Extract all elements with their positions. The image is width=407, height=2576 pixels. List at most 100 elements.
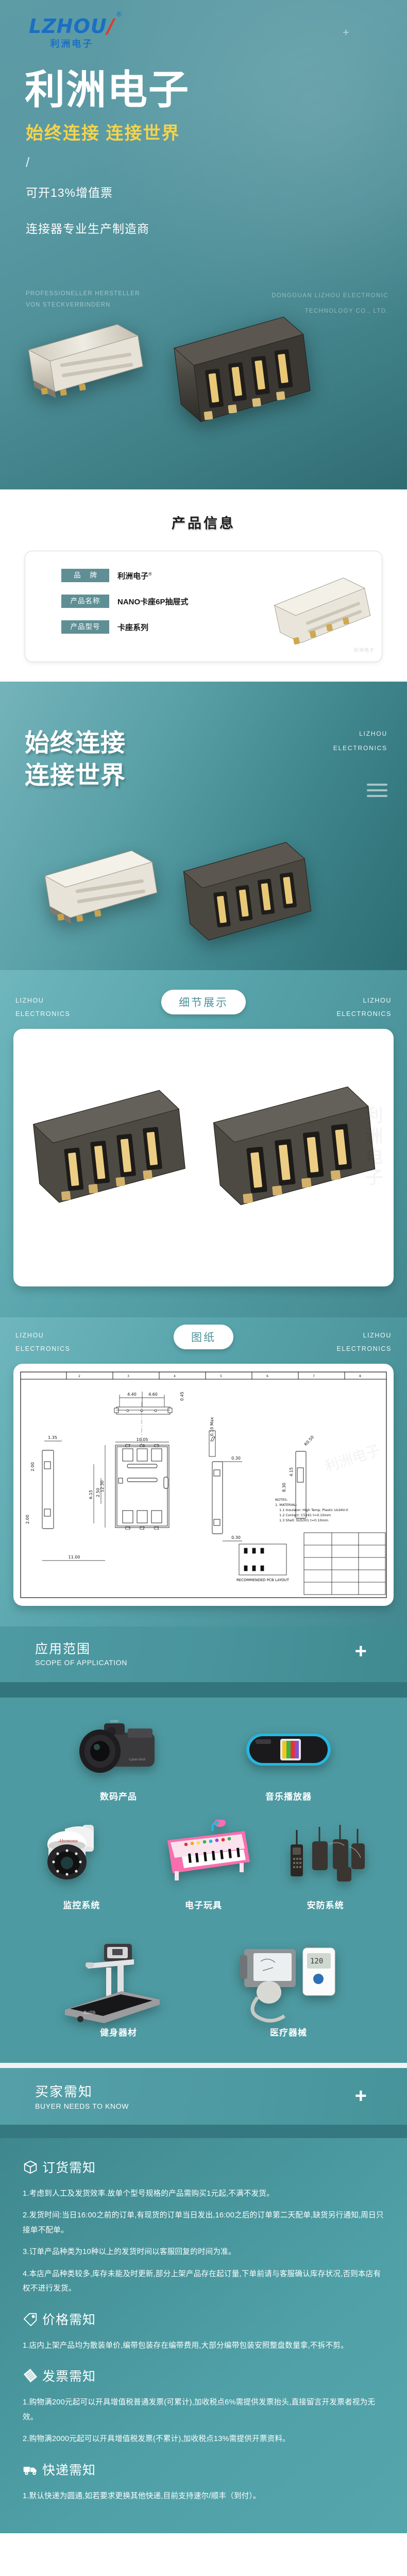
scope-title-en: SCOPE OF APPLICATION bbox=[35, 1658, 128, 1667]
watermark-left-line1: LIZHOU bbox=[15, 997, 44, 1004]
watermark-right-line1: LIZHOU bbox=[363, 997, 392, 1004]
registered-trademark-icon: ® bbox=[148, 571, 152, 577]
scope-item-medical-devices: 120 OMRON 医疗器械 bbox=[204, 1937, 374, 2038]
registered-trademark-icon: ® bbox=[115, 11, 123, 19]
svg-text:Abowone: Abowone bbox=[58, 1839, 78, 1843]
svg-text:12.30: 12.30 bbox=[100, 1481, 105, 1493]
note-paragraph: 3.订单产品种类为10种以上的发货时间以客服回复的时间为准。 bbox=[23, 2248, 236, 2257]
spec-value-brand-text: 利洲电子 bbox=[117, 571, 149, 581]
product-photo-card-socket bbox=[274, 578, 371, 645]
product-photo-sim-socket-dark bbox=[173, 316, 311, 422]
note-heading-invoice-text: 发票需知 bbox=[42, 2369, 96, 2384]
svg-text:6.15: 6.15 bbox=[89, 1490, 93, 1499]
hero-subtitle-tax: 可开13%增值票 bbox=[26, 186, 113, 199]
brand-logo: LZHOU/ ® 利洲电子 bbox=[29, 11, 123, 50]
svg-text:Bailih: Bailih bbox=[83, 2010, 95, 2015]
plus-icon: + bbox=[354, 2084, 367, 2107]
svg-text:0.30: 0.30 bbox=[231, 1456, 241, 1461]
spec-row-brand: 品 牌 利洲电子® bbox=[61, 569, 189, 582]
note-paragraph: 1.默认快递为圆通,如若要求更换其他快递,目前支持速尔/顺丰（到付）。 bbox=[23, 2492, 261, 2500]
svg-text:0.45: 0.45 bbox=[180, 1392, 184, 1401]
blood-pressure-monitor-icon: 120 OMRON bbox=[204, 1937, 374, 2024]
watermark-left-drawing-line2: ELECTRONICS bbox=[15, 1345, 71, 1353]
watermark-left: LIZHOU ELECTRONICS bbox=[15, 994, 71, 1021]
music-player-icon bbox=[204, 1711, 374, 1788]
technical-drawing-card: 2 3 4 5 6 7 8 4.40 bbox=[13, 1364, 394, 1606]
treadmill-icon: Bailih bbox=[33, 1937, 204, 2024]
scope-label-security-system: 安防系统 bbox=[307, 1901, 344, 1910]
scope-item-security-system: 安防系统 bbox=[266, 1820, 385, 1911]
detail-display-section: LIZHOU ELECTRONICS 细节展示 LIZHOU ELECTRONI… bbox=[0, 970, 407, 1317]
svg-text:3: 3 bbox=[127, 1375, 129, 1378]
note-heading-invoice: 发票需知 bbox=[23, 2366, 384, 2385]
section-pill-drawing: 图纸 bbox=[174, 1325, 233, 1349]
svg-text:2.50: 2.50 bbox=[96, 1488, 100, 1497]
hero-company-name: DONGGUAN LIZHOU ELECTRONIC TECHNOLOGY CO… bbox=[272, 293, 388, 314]
note-heading-price: 价格需知 bbox=[23, 2310, 384, 2328]
svg-text:OMRON: OMRON bbox=[305, 1944, 317, 1948]
spec-row-product-name: 产品名称 NANO卡座6P抽屉式 bbox=[61, 595, 189, 608]
hero-title: 利洲电子 bbox=[25, 67, 190, 112]
svg-text:0.30: 0.30 bbox=[231, 1535, 241, 1540]
drawing-section: LIZHOU ELECTRONICS 图纸 LIZHOU ELECTRONICS… bbox=[0, 1317, 407, 1626]
watermark-right-drawing-line2: ELECTRONICS bbox=[336, 1345, 392, 1353]
watermark-right-drawing-line1: LIZHOU bbox=[363, 1332, 392, 1339]
note-paragraph: 1.店内上架产品均为散装单价,编带包装存在编带费用,大部分编带包装安照整盘数量拿… bbox=[23, 2341, 348, 2350]
svg-text:C7: C7 bbox=[125, 1444, 131, 1448]
hero-subtitle-manufacturer: 连接器专业生产制造商 bbox=[26, 222, 149, 235]
package-box-icon bbox=[24, 2160, 37, 2174]
product-spec-card: 品 牌 利洲电子® 产品名称 NANO卡座6P抽屉式 产品型号 卡座系列 bbox=[25, 551, 382, 662]
svg-text:C3: C3 bbox=[125, 1526, 131, 1531]
detail-photo-dark-socket-left bbox=[32, 1090, 185, 1203]
note-paragraph: 1.考虑到人工及发货效率.故单个型号规格的产品需购买1元起,不满不发货。 bbox=[23, 2190, 275, 2198]
note-block-price: 价格需知 1.店内上架产品均为散装单价,编带包装存在编带费用,大部分编带包装安照… bbox=[23, 2310, 384, 2353]
logo-chinese-name: 利洲电子 bbox=[50, 39, 94, 49]
delivery-truck-icon bbox=[23, 2466, 37, 2475]
detail-watermark: 利洲电子 bbox=[360, 1106, 385, 1189]
note-paragraph: 2.购物满2000元起可以开具增值税发票(不累计),加收税点13%需提供开票资料… bbox=[23, 2435, 291, 2444]
hero-slogan: 始终连接 连接世界 bbox=[26, 124, 180, 143]
watermark-right-line2: ELECTRONICS bbox=[336, 1010, 392, 1018]
svg-text:C1: C1 bbox=[154, 1526, 160, 1531]
note-block-invoice: 发票需知 1.购物满200元起可以开具增值税普通发票(可累计),加收税点6%需提… bbox=[23, 2366, 384, 2446]
product-spec-list: 品 牌 利洲电子® 产品名称 NANO卡座6P抽屉式 产品型号 卡座系列 bbox=[61, 569, 189, 646]
cctv-camera-icon: Abowone bbox=[22, 1820, 141, 1897]
scope-label-medical-devices: 医疗器械 bbox=[270, 2028, 307, 2038]
svg-text:4.40: 4.40 bbox=[127, 1392, 137, 1397]
watermark-left-line2: ELECTRONICS bbox=[15, 1010, 71, 1018]
logo-slash: / bbox=[107, 15, 115, 38]
spec-value-brand: 利洲电子® bbox=[117, 570, 152, 581]
svg-text:RECOMMENDED PCB LAYOUT: RECOMMENDED PCB LAYOUT bbox=[236, 1578, 290, 1582]
scope-label-music-player: 音乐播放器 bbox=[265, 1792, 312, 1802]
product-photo-band-dark bbox=[183, 842, 312, 941]
svg-text:C5: C5 bbox=[154, 1444, 160, 1448]
camera-icon: Cyber-shot SONY bbox=[33, 1711, 204, 1788]
note-heading-price-text: 价格需知 bbox=[42, 2312, 96, 2327]
logo-text: LZHOU bbox=[29, 15, 107, 38]
buyer-title-en: BUYER NEEDS TO KNOW bbox=[35, 2102, 129, 2110]
svg-text:SONY: SONY bbox=[110, 1720, 119, 1723]
svg-text:4.15: 4.15 bbox=[289, 1467, 294, 1477]
svg-text:1.35: 1.35 bbox=[48, 1435, 57, 1440]
svg-text:0.10 Max: 0.10 Max bbox=[210, 1417, 214, 1436]
scope-label-electronic-toys: 电子玩具 bbox=[184, 1901, 222, 1910]
price-tag-icon bbox=[23, 2313, 37, 2326]
buyer-title-cn: 买家需知 bbox=[35, 2084, 93, 2099]
note-heading-order: 订货需知 bbox=[23, 2158, 384, 2176]
svg-text:C2: C2 bbox=[140, 1526, 145, 1531]
hero-banner: LZHOU/ ® 利洲电子 + 利洲电子 始终连接 连接世界 / 可开13%增值… bbox=[0, 0, 407, 489]
svg-text:7: 7 bbox=[313, 1375, 315, 1378]
watermark-left-drawing: LIZHOU ELECTRONICS bbox=[15, 1329, 71, 1356]
band-brand-line2: ELECTRONICS bbox=[333, 744, 387, 752]
svg-text:2.00: 2.00 bbox=[25, 1515, 30, 1524]
watermark-right-drawing: LIZHOU ELECTRONICS bbox=[336, 1329, 392, 1356]
note-paragraph: 1.购物满200元起可以开具增值税普通发票(可累计),加收税点6%需提供发票抬头… bbox=[23, 2398, 376, 2421]
note-heading-delivery-text: 快递需知 bbox=[42, 2463, 96, 2478]
band-slogan-line1: 始终连接 bbox=[25, 730, 126, 757]
band-brand-text: LIZHOU ELECTRONICS bbox=[333, 727, 387, 755]
svg-text:1.3 Shell: SUS301 t=0.10mm: 1.3 Shell: SUS301 t=0.10mm bbox=[279, 1518, 328, 1522]
spec-value-product-name: NANO卡座6P抽屉式 bbox=[117, 597, 189, 606]
scope-title-cn: 应用范围 bbox=[35, 1642, 91, 1656]
scope-item-surveillance: Abowone 监控系统 bbox=[22, 1820, 141, 1911]
